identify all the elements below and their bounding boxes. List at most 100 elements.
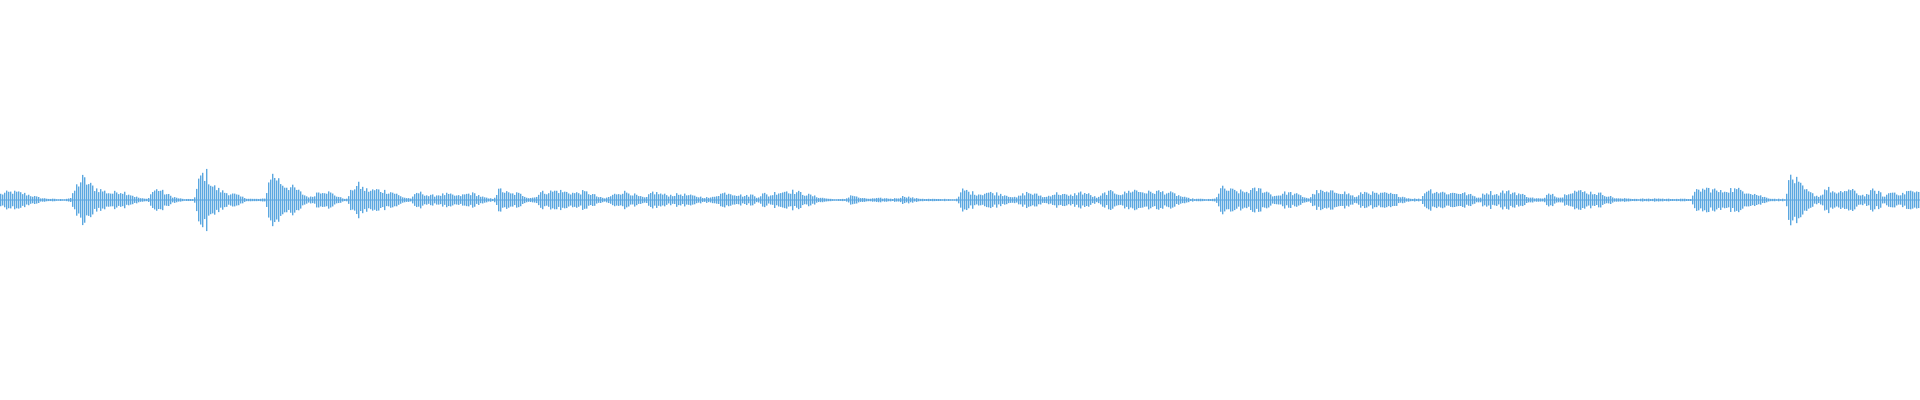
waveform-bar — [1484, 194, 1486, 206]
waveform-bar — [962, 188, 964, 212]
waveform-bar — [352, 190, 354, 210]
waveform-bar — [1646, 198, 1648, 202]
waveform-bar — [1064, 193, 1066, 207]
waveform-bar — [622, 193, 624, 207]
waveform-bar — [440, 195, 442, 205]
waveform-bar — [1454, 192, 1456, 208]
waveform-bar — [1070, 194, 1072, 206]
waveform-bar — [562, 192, 564, 208]
waveform-bar — [82, 174, 84, 226]
waveform-bar — [1434, 192, 1436, 208]
waveform-bar — [184, 199, 186, 201]
waveform-bar — [1822, 194, 1824, 206]
waveform-bar — [856, 196, 858, 204]
waveform-bar — [540, 192, 542, 208]
waveform-bar — [1450, 193, 1452, 207]
waveform-bar — [560, 189, 562, 211]
waveform-bar — [1678, 199, 1680, 201]
waveform-bar — [694, 195, 696, 205]
waveform-bar — [608, 196, 610, 204]
waveform-bar — [1166, 193, 1168, 207]
waveform-bar — [1682, 198, 1684, 202]
waveform-bar — [790, 193, 792, 207]
waveform-bar — [8, 191, 10, 209]
waveform-bar — [1562, 197, 1564, 203]
waveform-bar — [1600, 192, 1602, 208]
waveform-bar — [1516, 195, 1518, 205]
waveform-bar — [1168, 192, 1170, 208]
waveform-bar — [1302, 196, 1304, 204]
waveform-bar — [1074, 193, 1076, 207]
waveform-bar — [504, 192, 506, 208]
waveform-bar — [1300, 195, 1302, 205]
waveform-bar — [1372, 191, 1374, 209]
waveform-bar — [1748, 193, 1750, 207]
waveform-bar — [1204, 199, 1206, 201]
waveform-bar — [1304, 197, 1306, 203]
waveform-bar — [108, 193, 110, 207]
waveform-bar — [1490, 191, 1492, 209]
waveform-bar — [1388, 193, 1390, 207]
waveform-bar — [1176, 195, 1178, 205]
waveform-bar — [1290, 192, 1292, 208]
waveform-bar — [164, 194, 166, 206]
waveform-bar — [636, 194, 638, 206]
waveform-bar — [202, 172, 204, 228]
waveform-bar — [1540, 198, 1542, 202]
waveform-bar — [948, 199, 950, 201]
waveform-bar — [1180, 196, 1182, 204]
waveform-bar — [1158, 190, 1160, 210]
waveform-bar — [1146, 193, 1148, 207]
waveform-bar — [880, 197, 882, 203]
waveform-bar — [808, 193, 810, 207]
waveform-bar — [1880, 192, 1882, 208]
waveform-bar — [1894, 192, 1896, 208]
waveform-bar — [1726, 192, 1728, 208]
waveform-bar — [408, 198, 410, 202]
waveform-bar — [1424, 193, 1426, 207]
waveform-bar — [692, 195, 694, 205]
waveform-bar — [606, 197, 608, 203]
waveform-bar — [338, 196, 340, 204]
waveform-bar — [222, 190, 224, 210]
waveform-bar — [490, 198, 492, 202]
waveform-bar — [1448, 194, 1450, 206]
waveform-bar — [1072, 195, 1074, 205]
waveform-bar — [944, 198, 946, 202]
waveform-bar — [804, 195, 806, 205]
waveform-bar — [1328, 192, 1330, 208]
waveform-bar — [454, 195, 456, 205]
waveform-bar — [1446, 194, 1448, 206]
waveform-bar — [1914, 192, 1916, 208]
waveform-bar — [1642, 198, 1644, 202]
waveform-bar — [1062, 194, 1064, 206]
waveform-bar — [492, 198, 494, 202]
waveform-bar — [1344, 191, 1346, 209]
waveform-bar — [1724, 191, 1726, 209]
waveform-bar — [1246, 191, 1248, 209]
waveform-bar — [46, 198, 48, 202]
waveform-bar — [1392, 193, 1394, 207]
waveform-bar — [320, 193, 322, 207]
waveform-bar — [190, 199, 192, 201]
waveform-bar — [462, 194, 464, 206]
waveform-bar — [286, 187, 288, 213]
waveform-bar — [1758, 195, 1760, 205]
waveform-bar — [2, 194, 4, 206]
waveform-bar — [598, 197, 600, 203]
waveform-bar — [372, 189, 374, 211]
waveform-bar — [88, 184, 90, 216]
waveform-bar — [268, 182, 270, 218]
waveform-bar — [878, 197, 880, 203]
waveform-bar — [1500, 192, 1502, 208]
waveform-bar — [572, 192, 574, 208]
waveform-bar — [1210, 199, 1212, 201]
waveform-bar — [680, 194, 682, 206]
waveform-bar — [830, 198, 832, 202]
waveform-bar — [1076, 195, 1078, 205]
waveform-bar — [720, 193, 722, 207]
waveform-bar — [1120, 195, 1122, 205]
waveform-bar — [570, 194, 572, 206]
